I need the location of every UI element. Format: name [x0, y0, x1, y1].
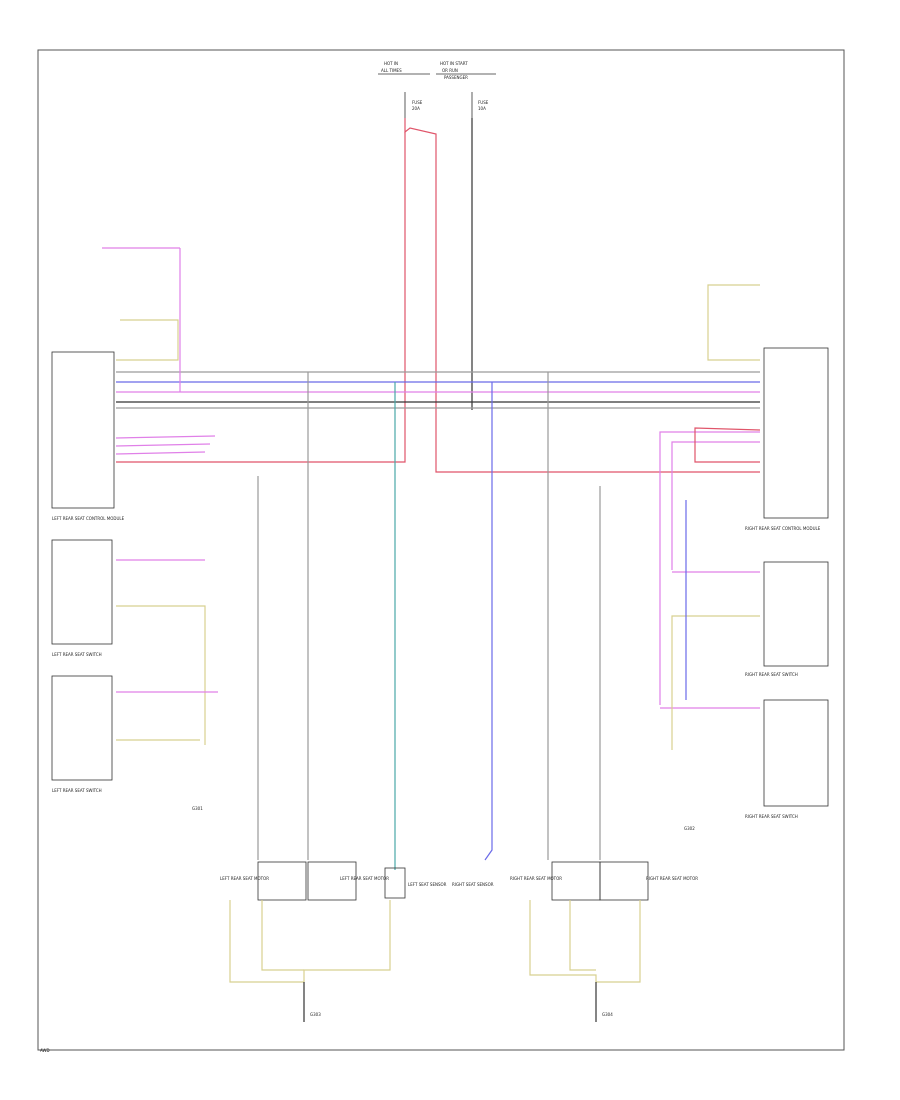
- right-switch-1-label: RIGHT REAR SEAT SWITCH: [745, 672, 798, 677]
- left-switch-1-label: LEFT REAR SEAT SWITCH: [52, 652, 102, 657]
- bottom-left-yellow-2: [261, 900, 304, 971]
- fuse-left-amp: 20A: [412, 106, 420, 111]
- left-rear-seat-motor-2: [307, 861, 357, 901]
- fuse-right-amp: 10A: [478, 106, 486, 111]
- right-sensor-label: RIGHT SEAT SENSOR: [452, 882, 494, 887]
- blue-sensor-wire: [484, 382, 493, 861]
- left-ground-label: G301: [192, 806, 203, 811]
- right-rear-seat-control-module: [763, 347, 829, 519]
- left-rear-seat-switch-2: [51, 675, 113, 781]
- left-sensor-label: LEFT SEAT SENSOR: [408, 882, 447, 887]
- right-pink-cluster-2: [671, 441, 760, 570]
- left-motor-2-label: LEFT REAR SEAT MOTOR: [340, 876, 389, 881]
- left-motor-1-label: LEFT REAR SEAT MOTOR: [220, 876, 269, 881]
- hot-right-label-2: OR RUN: [442, 68, 458, 73]
- right-rear-seat-motor-2: [599, 861, 649, 901]
- fuse-right-label: FUSE: [478, 100, 489, 105]
- right-motor-1-label: RIGHT REAR SEAT MOTOR: [510, 876, 562, 881]
- left-seat-sensor: [384, 867, 406, 899]
- left-switch-2-label: LEFT REAR SEAT SWITCH: [52, 788, 102, 793]
- right-ground-label: G302: [684, 826, 695, 831]
- left-pink-1: [115, 435, 216, 439]
- right-rear-seat-switch-1: [763, 561, 829, 667]
- right-red-cluster: [694, 427, 761, 463]
- right-rear-seat-motor-1: [551, 861, 601, 901]
- left-yellow-2: [116, 605, 206, 745]
- left-rear-seat-switch-1: [51, 539, 113, 645]
- bottom-right-yellow-2: [569, 900, 596, 971]
- left-bottom-ground-label: G303: [310, 1012, 321, 1017]
- right-pink-cluster-1: [659, 431, 760, 705]
- red-power-wire: [404, 118, 760, 473]
- diagram-frame: [37, 49, 845, 1051]
- fuse-left-label: FUSE: [412, 100, 423, 105]
- right-bottom-ground-label: G304: [602, 1012, 613, 1017]
- left-pink-2: [115, 443, 211, 447]
- right-yellow-top: [707, 284, 760, 361]
- right-motor-2-label: RIGHT REAR SEAT MOTOR: [646, 876, 698, 881]
- hot-left-label-2: ALL TIMES: [381, 68, 402, 73]
- hot-right-label-3: PASSENGER: [444, 75, 468, 80]
- right-rear-seat-switch-2: [763, 699, 829, 807]
- right-module-label: RIGHT REAR SEAT CONTROL MODULE: [745, 526, 821, 531]
- left-rear-seat-control-module: [51, 351, 115, 509]
- right-switch-2-label: RIGHT REAR SEAT SWITCH: [745, 814, 798, 819]
- bottom-right-yellow: [529, 900, 641, 983]
- left-pink-3: [115, 451, 206, 455]
- left-yellow-1: [116, 319, 179, 361]
- hot-left-label-1: HOT IN: [384, 61, 398, 66]
- left-module-label: LEFT REAR SEAT CONTROL MODULE: [52, 516, 125, 521]
- right-yellow-1: [671, 615, 760, 750]
- red-power-wire-left: [116, 132, 406, 463]
- hot-right-label-1: HOT IN START: [440, 61, 468, 66]
- bottom-left-yellow: [229, 900, 391, 983]
- footer-label: AWD: [40, 1048, 50, 1053]
- left-rear-seat-motor-1: [257, 861, 307, 901]
